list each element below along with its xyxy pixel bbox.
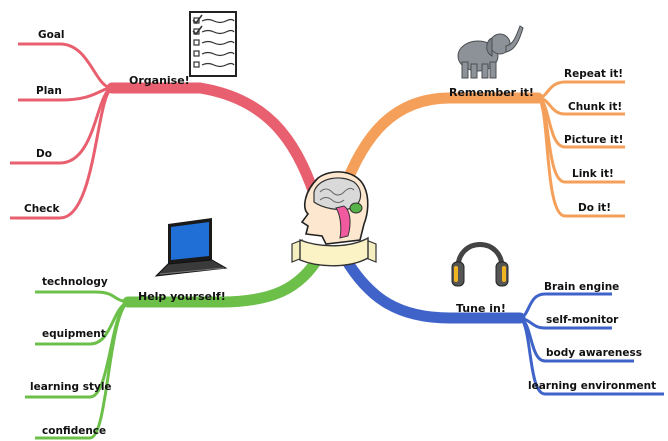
organise-item-check: Check — [24, 203, 61, 215]
headphones-icon — [451, 242, 509, 287]
help-item-technology: technology — [42, 276, 108, 288]
branch-tune-label: Tune in! — [456, 302, 506, 315]
branch-organise-label: Organise! — [129, 74, 190, 87]
branch-help: Help yourself! technology equipment lear… — [25, 249, 326, 440]
remember-item-chunk: Chunk it! — [568, 101, 622, 113]
branch-help-label: Help yourself! — [138, 290, 226, 303]
brain-head-icon — [300, 171, 369, 245]
remember-item-do: Do it! — [578, 202, 611, 214]
organise-item-goal: Goal — [38, 29, 65, 41]
tune-item-body-awareness: body awareness — [546, 347, 642, 359]
branch-organise-trunk — [106, 82, 324, 211]
branch-tune: Tune in! Brain engine self-monitor body … — [339, 252, 664, 396]
remember-item-repeat: Repeat it! — [564, 68, 623, 80]
center-banner — [291, 236, 377, 267]
tune-item-brain-engine: Brain engine — [544, 281, 619, 293]
help-item-equipment: equipment — [42, 328, 106, 340]
organise-item-plan: Plan — [36, 85, 62, 97]
branch-tune-trunk — [339, 252, 526, 324]
elephant-icon — [457, 25, 524, 79]
help-item-learning-style: learning style — [30, 381, 112, 393]
remember-item-picture: Picture it! — [564, 134, 623, 146]
laptop-icon — [154, 218, 228, 277]
branch-remember-label: Remember it! — [449, 86, 534, 99]
remember-item-link: Link it! — [572, 168, 614, 180]
branch-remember: Remember it! Repeat it! Chunk it! Pictur… — [332, 68, 625, 218]
checklist-icon — [189, 11, 237, 77]
tune-item-learning-environment: learning environment — [528, 380, 656, 392]
tune-item-self-monitor: self-monitor — [546, 314, 619, 326]
branch-organise: Organise! Goal Plan Do Check — [10, 29, 324, 220]
organise-item-do: Do — [36, 148, 52, 160]
branch-remember-trunk — [332, 92, 544, 211]
branch-help-trunk — [122, 249, 326, 308]
help-item-confidence: confidence — [42, 425, 106, 437]
